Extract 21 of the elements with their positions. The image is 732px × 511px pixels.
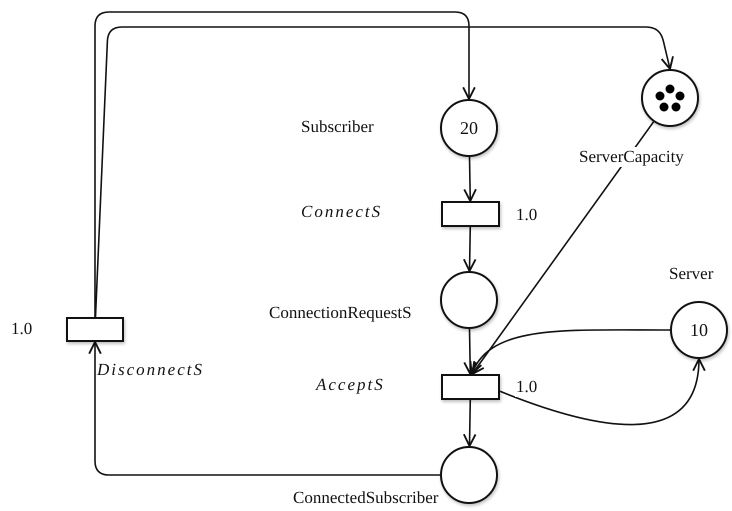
- arc-arrow: [500, 358, 705, 426]
- arc-arrow: [463, 328, 477, 375]
- place-circle: [670, 301, 728, 359]
- arc-arrow: [470, 329, 670, 375]
- arc-arrow: [463, 156, 477, 202]
- token-count: 20: [460, 118, 478, 138]
- arc-arrow: [94, 11, 476, 317]
- transition-box: [66, 317, 124, 342]
- place-label: ServerCapacity: [578, 147, 685, 167]
- place-circle: [440, 271, 498, 329]
- arc-arrow: [94, 26, 674, 318]
- place-circle: [440, 99, 498, 157]
- place-circle: [641, 69, 699, 127]
- token-count: 10: [690, 320, 708, 340]
- transition-box: [441, 201, 500, 227]
- arc-arrow: [471, 121, 654, 375]
- transition-box: [441, 374, 500, 400]
- place-circle: [440, 446, 498, 504]
- arc-arrow: [462, 226, 476, 272]
- arc-arrow: [462, 400, 476, 447]
- arc-arrow: [88, 341, 440, 476]
